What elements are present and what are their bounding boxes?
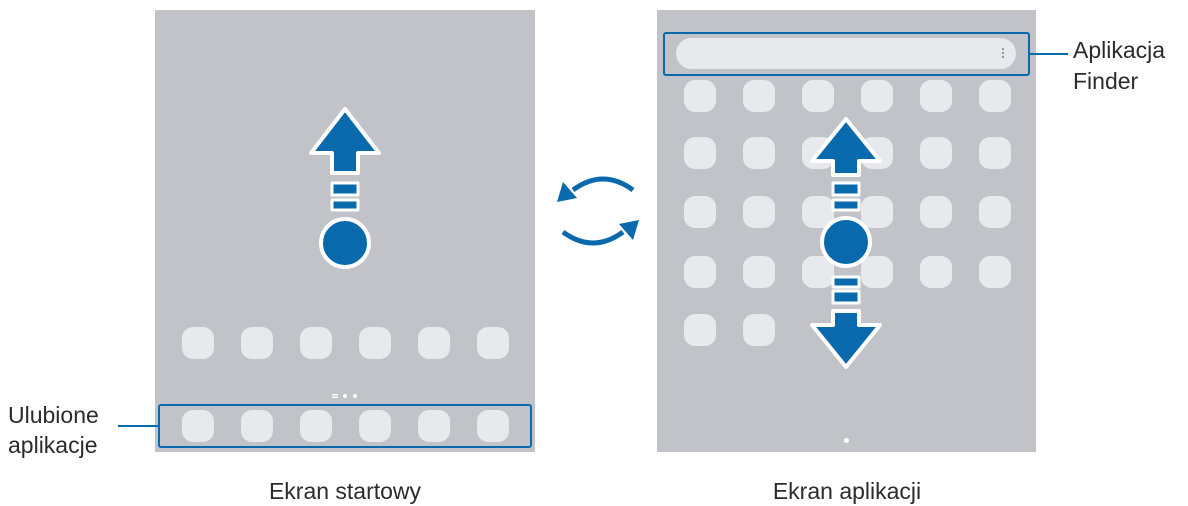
finder-callout-line [1030,53,1068,55]
swipe-up-arrow-icon [309,107,381,269]
app-icon[interactable] [920,137,952,169]
switch-screens-icon [557,176,639,246]
app-icon[interactable] [979,80,1011,112]
favorite-app-icon[interactable] [418,410,450,442]
swipe-up-down-arrow-icon [810,117,882,369]
app-icon[interactable] [684,137,716,169]
app-icon[interactable] [300,327,332,359]
app-icon[interactable] [861,256,893,288]
app-icon[interactable] [241,327,273,359]
app-icon[interactable] [684,80,716,112]
finder-search-bar[interactable] [676,38,1016,69]
app-icon[interactable] [359,327,391,359]
page-indicator-icon [332,394,357,398]
app-icon[interactable] [743,314,775,346]
finder-label-line2: Finder [1073,68,1139,94]
app-icon[interactable] [861,196,893,228]
touch-point-icon [820,216,872,268]
app-icon[interactable] [920,196,952,228]
app-icon[interactable] [861,80,893,112]
favorites-label-line2: aplikacje [8,432,98,458]
more-options-icon[interactable] [1001,47,1005,59]
app-icon[interactable] [684,196,716,228]
favorite-app-icon[interactable] [182,410,214,442]
app-icon[interactable] [979,137,1011,169]
favorites-label-line1: Ulubione [8,402,99,428]
favorites-callout-line [118,425,158,427]
finder-highlight [663,32,1030,76]
favorite-app-icon[interactable] [300,410,332,442]
app-icon[interactable] [684,256,716,288]
favorites-dock-highlight [158,404,532,448]
app-icon[interactable] [979,256,1011,288]
apps-screen-caption: Ekran aplikacji [772,478,922,504]
home-screen-caption: Ekran startowy [268,478,422,504]
app-icon[interactable] [182,327,214,359]
page-indicator-icon [844,438,849,443]
app-icon[interactable] [743,137,775,169]
finder-label-line1: Aplikacja [1073,37,1166,63]
app-icon[interactable] [418,327,450,359]
app-icon[interactable] [920,80,952,112]
app-icon[interactable] [743,256,775,288]
favorite-app-icon[interactable] [477,410,509,442]
app-icon[interactable] [743,196,775,228]
app-icon[interactable] [477,327,509,359]
favorite-app-icon[interactable] [241,410,273,442]
favorite-app-icon[interactable] [359,410,391,442]
app-icon[interactable] [920,256,952,288]
app-icon[interactable] [684,314,716,346]
app-icon[interactable] [802,80,834,112]
app-icon[interactable] [979,196,1011,228]
touch-point-icon [319,217,371,269]
app-icon[interactable] [743,80,775,112]
